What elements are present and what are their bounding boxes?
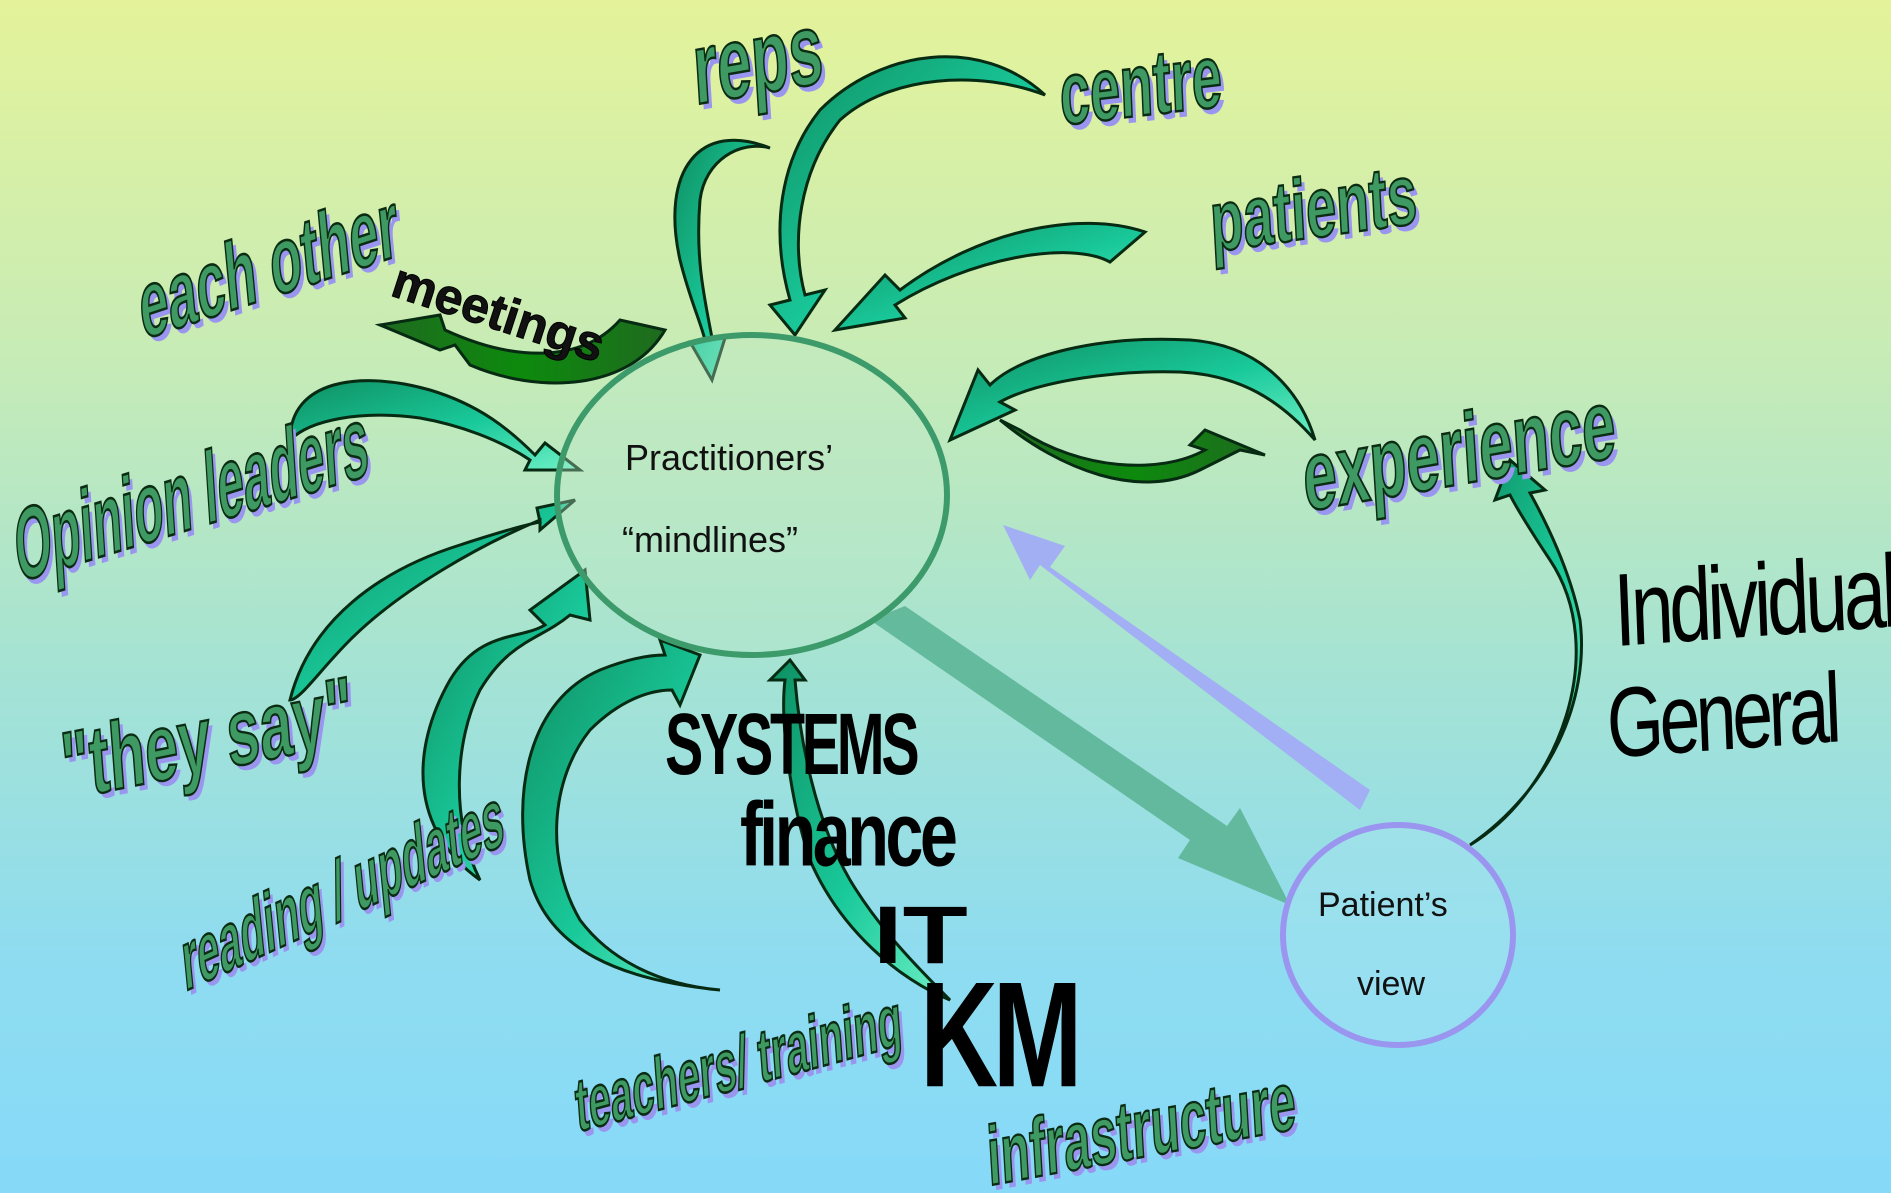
finance-label: finance (740, 784, 958, 886)
arrow-from-centre (767, 55, 1047, 338)
patients-view-label: Patient’s (1318, 886, 1448, 924)
arrow-individual-general-loop (1469, 457, 1583, 847)
arrow-experience-loop (999, 418, 1266, 484)
practitioners-ellipse (554, 332, 950, 658)
arrow-from-they-say (288, 498, 576, 702)
arrow-from-opinion-leaders (288, 379, 585, 472)
arrow-each-other-loop (374, 313, 668, 385)
km-label: KM (920, 951, 1083, 1119)
arrow-practitioner-to-patient (870, 606, 1290, 905)
general-label: General (1604, 652, 1840, 780)
reps-label: reps (689, 0, 827, 128)
arrow-from-reading (421, 567, 592, 882)
arrow-from-patients (830, 221, 1148, 333)
mindlines-label: “mindlines” (622, 519, 799, 560)
arrow-from-experience (947, 337, 1317, 443)
arrow-from-infrastructure (766, 657, 952, 1002)
systems-label: SYSTEMS (665, 695, 920, 793)
practitioners-label: Practitioners’ (625, 437, 834, 478)
view-label: view (1357, 965, 1426, 1003)
arrow-patient-to-practitioner (1003, 525, 1370, 810)
individual-label: Individual (1611, 534, 1891, 670)
arrow-from-teachers (521, 637, 721, 992)
patient-circle (1280, 822, 1516, 1048)
it-label: IT (873, 890, 968, 981)
centre-label: centre (1057, 25, 1225, 146)
